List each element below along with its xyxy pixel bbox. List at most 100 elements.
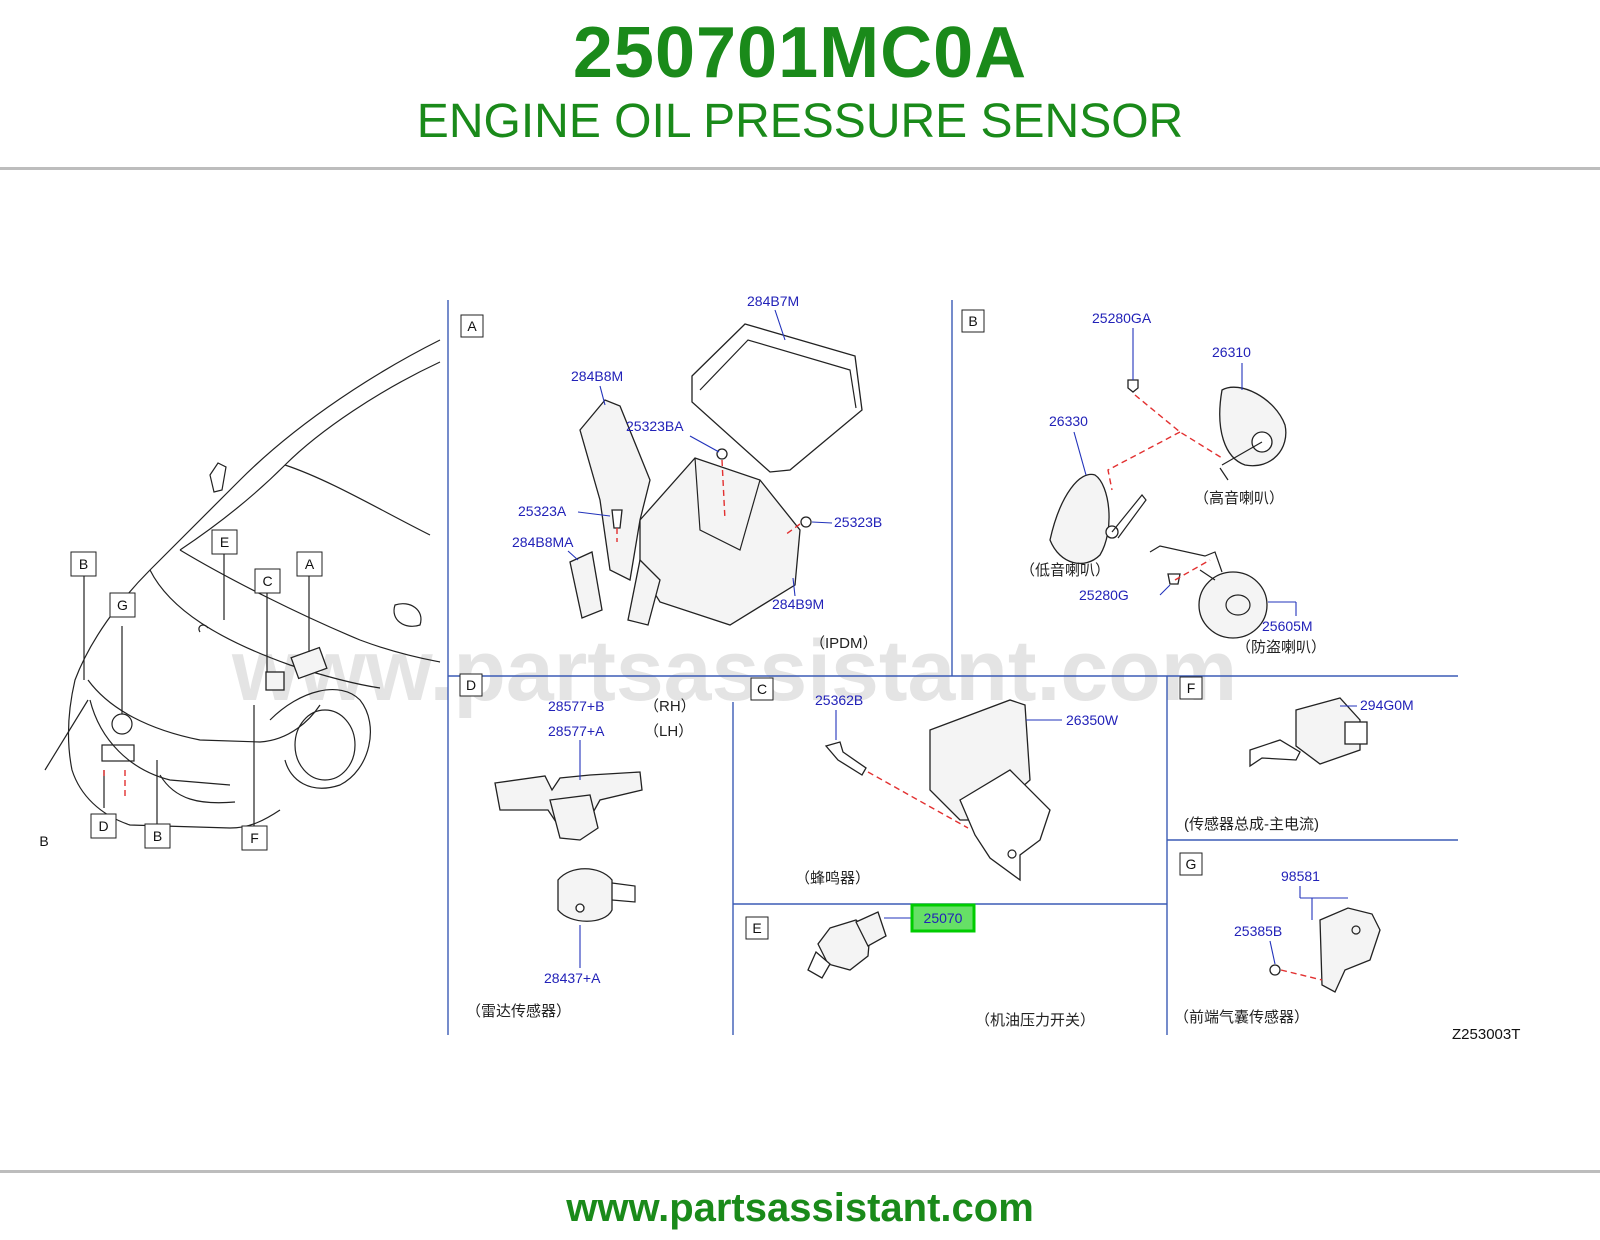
label-98581: 98581 xyxy=(1281,868,1320,884)
overview-box-d: D xyxy=(90,813,117,839)
header-divider xyxy=(0,167,1600,170)
ipdm-location xyxy=(290,646,328,680)
sensor-dash xyxy=(103,770,126,800)
leader-284b8ma xyxy=(567,550,579,561)
panel-e-letter-box xyxy=(745,916,769,940)
leader-25323a xyxy=(577,511,611,517)
airbag-sensor-bracket xyxy=(1319,907,1381,993)
overview-box-c: C xyxy=(254,568,281,594)
ipdm-box-inner xyxy=(694,457,761,551)
leader-26330 xyxy=(1073,431,1087,476)
radar-sensor-connector xyxy=(611,882,636,903)
overview-letter-a: A xyxy=(305,556,315,572)
label-26310: 26310 xyxy=(1212,344,1251,360)
highlight-box-25070 xyxy=(910,903,976,933)
caption-high-horn: （高音喇叭） xyxy=(1194,490,1284,507)
part-description: ENGINE OIL PRESSURE SENSOR xyxy=(416,95,1184,148)
ipdm-cover xyxy=(691,323,863,473)
overview-letter-d: D xyxy=(98,818,108,834)
front-wheel-arch xyxy=(269,689,371,789)
caption-security-horn: （防盗喇叭） xyxy=(1236,639,1326,656)
panel-g-letter: G xyxy=(1186,856,1197,872)
overview-box-e: E xyxy=(211,529,238,555)
grille-top xyxy=(87,679,321,743)
panel-b-letter-box xyxy=(961,309,985,333)
panel-c-letter: C xyxy=(757,681,767,697)
label-lh: （LH） xyxy=(644,723,693,740)
leader-25323ba xyxy=(689,435,720,453)
label-25323a: 25323A xyxy=(518,503,567,519)
label-25280ga: 25280GA xyxy=(1092,310,1152,326)
overview-letter-b: B xyxy=(79,556,88,572)
horn-location xyxy=(265,671,285,691)
car-body-outline xyxy=(67,339,441,829)
leader-284b7m xyxy=(774,309,786,341)
panel-f-letter: F xyxy=(1187,680,1196,696)
ipdm-side-plate xyxy=(627,558,661,626)
ipdm-bracket xyxy=(579,399,651,581)
panel-b-dashes xyxy=(1107,394,1223,581)
bolt-25323a xyxy=(611,509,623,529)
panel-g-letter-box xyxy=(1179,852,1203,876)
label-284b8m: 284B8M xyxy=(571,368,623,384)
front-sensor-location xyxy=(101,744,135,762)
header: 250701MC0A ENGINE OIL PRESSURE SENSOR xyxy=(0,0,1600,170)
panel-a-letter-box xyxy=(460,314,484,338)
leader-b-left xyxy=(44,699,89,771)
label-25280g: 25280G xyxy=(1079,587,1129,603)
caption-oil-pressure-switch: （机油压力开关） xyxy=(975,1012,1095,1029)
panel-b-letter: B xyxy=(968,313,977,329)
horn-26330-bracket xyxy=(1111,494,1147,539)
radar-sensor xyxy=(557,868,613,922)
bolt-25280g xyxy=(1167,573,1181,585)
buzzer-bracket xyxy=(959,769,1051,882)
horn-26310-bracket xyxy=(1219,441,1263,481)
label-28577-b: 28577+B xyxy=(548,698,604,714)
oil-switch-thread xyxy=(807,950,831,979)
windshield-line xyxy=(179,361,441,551)
hood-front-edge xyxy=(149,569,381,689)
leader-25280g xyxy=(1159,584,1171,596)
label-28577-a: 28577+A xyxy=(548,723,605,739)
overview-box-b-bottom: B xyxy=(144,823,171,849)
label-284b8ma: 284B8MA xyxy=(512,534,574,550)
panel-d-letter: D xyxy=(466,677,476,693)
panel-c-dash xyxy=(867,771,969,829)
horn-26310 xyxy=(1219,386,1287,467)
caption-ipdm: （IPDM） xyxy=(810,635,878,652)
panel-f: F 294G0M (传感器总成-主电流) xyxy=(1179,676,1414,833)
panel-a: A 284B7M 284B8M 25323BA 25323A 25323B 28… xyxy=(460,293,882,652)
parts-diagram: www.partsassistant.com xyxy=(39,293,1520,1043)
nut-25323b xyxy=(800,516,812,528)
car-overview: B G E C A B D B F xyxy=(39,339,441,851)
wiper-arm xyxy=(209,462,227,493)
caption-low-horn: （低音喇叭） xyxy=(1020,562,1110,579)
panel-b: B 25280GA 26310 26330 25280G 25605M （高音喇… xyxy=(961,309,1326,656)
panel-d-letter-box xyxy=(459,673,483,697)
horn-25605m-bracket xyxy=(1149,545,1223,581)
overview-letter-b-bottom: B xyxy=(153,828,162,844)
panel-g: G 98581 25385B （前端气囊传感器） xyxy=(1174,852,1381,1026)
panel-a-dashes xyxy=(616,459,801,542)
ipdm-connector-bracket xyxy=(569,551,603,619)
panel-f-letter-box xyxy=(1179,676,1203,700)
emblem xyxy=(111,713,133,735)
label-284b7m: 284B7M xyxy=(747,293,799,309)
overview-box-a: A xyxy=(296,551,323,577)
panel-c: C 25362B 26350W （蜂鸣器） xyxy=(750,677,1119,887)
footer-url[interactable]: www.partsassistant.com xyxy=(566,1186,1034,1230)
fog-light xyxy=(159,774,236,804)
leader-25323b xyxy=(811,521,833,524)
horn-25605m xyxy=(1198,571,1268,639)
overview-letter-g: G xyxy=(117,597,128,613)
overview-letter-b-left: B xyxy=(39,833,48,849)
overview-letter-e: E xyxy=(220,534,229,550)
buzzer-bracket-hole xyxy=(1007,849,1017,859)
bolt-25362b xyxy=(824,741,867,776)
grille-lower xyxy=(89,699,231,786)
current-sensor-plug xyxy=(1344,721,1368,745)
overview-box-g: G xyxy=(109,592,136,618)
leader-25385b xyxy=(1269,940,1276,965)
horn-25605m-center xyxy=(1225,594,1251,616)
caption-buzzer: （蜂鸣器） xyxy=(795,870,870,887)
